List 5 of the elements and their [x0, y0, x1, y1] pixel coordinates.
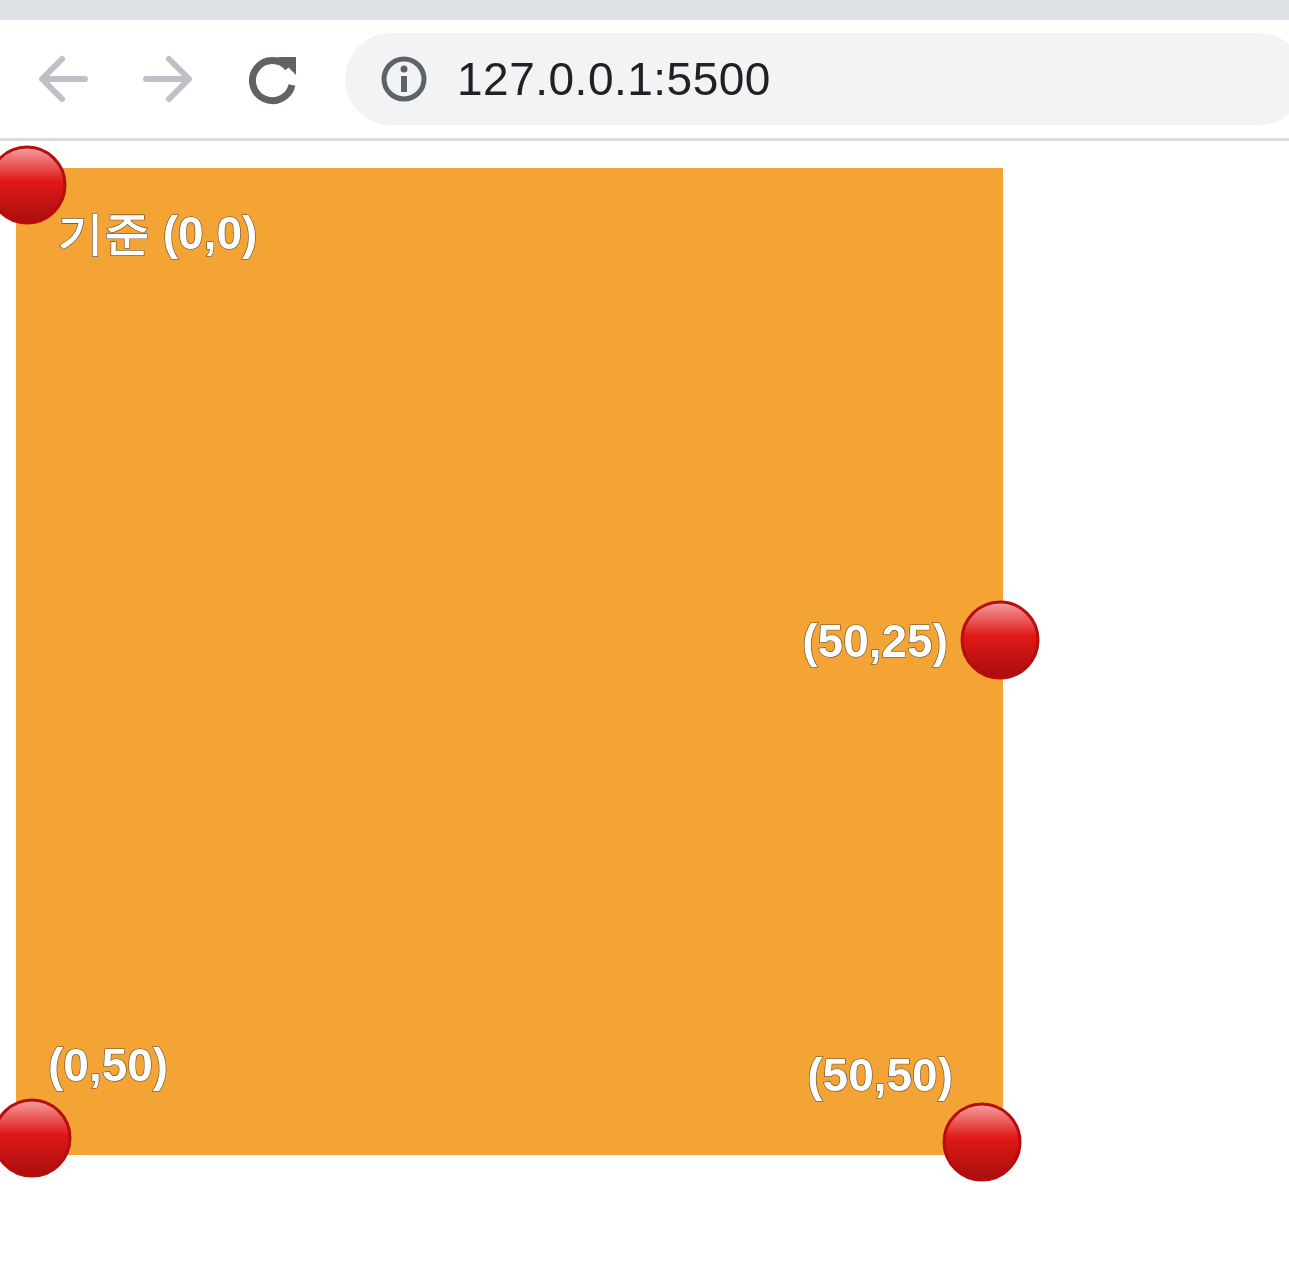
coordinate-label: 기준 (0,0): [58, 206, 258, 260]
url-text: 127.0.0.1:5500: [457, 52, 771, 107]
coordinate-label: (0,50): [48, 1038, 169, 1092]
coordinate-label: (50,25): [802, 614, 948, 668]
coordinate-label: (50,50): [807, 1048, 953, 1102]
